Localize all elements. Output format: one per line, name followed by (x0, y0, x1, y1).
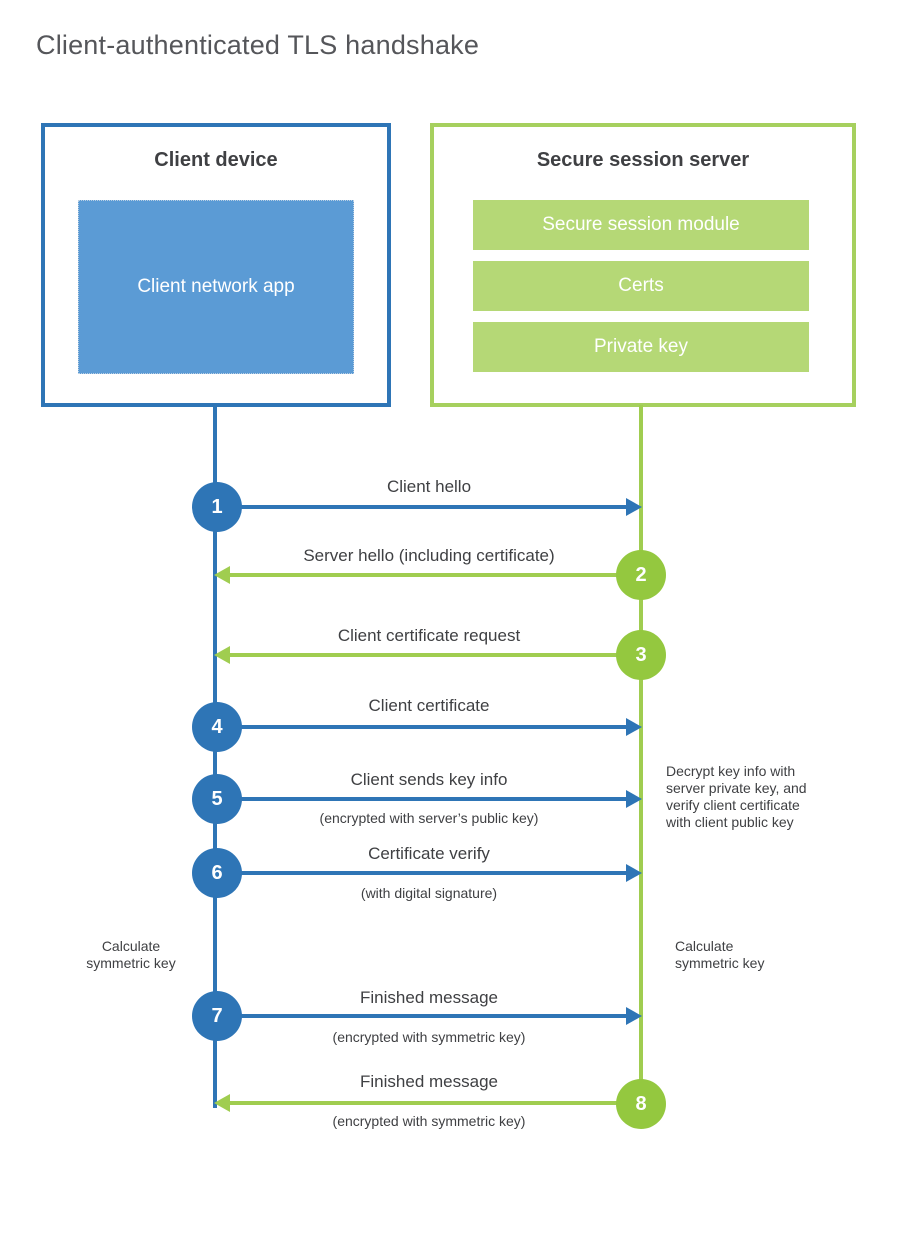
client-device-title: Client device (154, 149, 278, 171)
arrow-right-icon (626, 1007, 642, 1025)
arrow-line (240, 797, 628, 801)
arrow-line (240, 505, 628, 509)
message-label-3: Client certificate request (337, 626, 521, 645)
message-sublabel-8: (encrypted with symmetric key) (332, 1113, 526, 1129)
arrow-line (240, 871, 628, 875)
step-circle-7: 7 (192, 991, 242, 1041)
message-label-1: Client hello (386, 477, 472, 496)
note-calculate-symmetric-key-server: Calculate symmetric key (675, 938, 765, 971)
step-circle-4: 4 (192, 702, 242, 752)
client-network-app-label: Client network app (137, 276, 295, 297)
arrow-line (230, 653, 618, 657)
message-sublabel-7: (encrypted with symmetric key) (332, 1029, 526, 1045)
step-circle-1: 1 (192, 482, 242, 532)
step-circle-2: 2 (616, 550, 666, 600)
server-lifeline (639, 405, 643, 1104)
step-circle-5: 5 (192, 774, 242, 824)
note-calculate-symmetric-key-client: Calculate symmetric key (86, 938, 176, 971)
arrow-line (240, 725, 628, 729)
message-sublabel-5: (encrypted with server’s public key) (319, 810, 539, 826)
arrow-line (230, 1101, 618, 1105)
message-label-5: Client sends key info (350, 770, 508, 789)
arrow-left-icon (214, 566, 230, 584)
arrow-left-icon (214, 1094, 230, 1112)
message-label-8: Finished message (360, 1072, 498, 1091)
server-module-secure-session: Secure session module (473, 200, 809, 250)
server-module-certs: Certs (473, 261, 809, 311)
server-module-private-key: Private key (473, 322, 809, 372)
diagram-title: Client-authenticated TLS handshake (36, 30, 480, 60)
arrow-right-icon (626, 864, 642, 882)
arrow-right-icon (626, 790, 642, 808)
message-label-4: Client certificate (368, 696, 490, 715)
message-sublabel-6: (with digital signature) (360, 885, 498, 901)
step-circle-8: 8 (616, 1079, 666, 1129)
arrow-right-icon (626, 498, 642, 516)
arrow-line (240, 1014, 628, 1018)
arrow-right-icon (626, 718, 642, 736)
secure-session-server-title: Secure session server (536, 149, 750, 171)
message-label-6: Certificate verify (368, 844, 490, 863)
arrow-left-icon (214, 646, 230, 664)
message-label-2: Server hello (including certificate) (303, 546, 555, 565)
message-label-7: Finished message (360, 988, 498, 1007)
step-circle-6: 6 (192, 848, 242, 898)
step-circle-3: 3 (616, 630, 666, 680)
client-lifeline (213, 405, 217, 1108)
client-network-app-box: Client network app (78, 200, 354, 374)
arrow-line (230, 573, 618, 577)
note-decrypt-key-info: Decrypt key info with server private key… (666, 763, 807, 830)
